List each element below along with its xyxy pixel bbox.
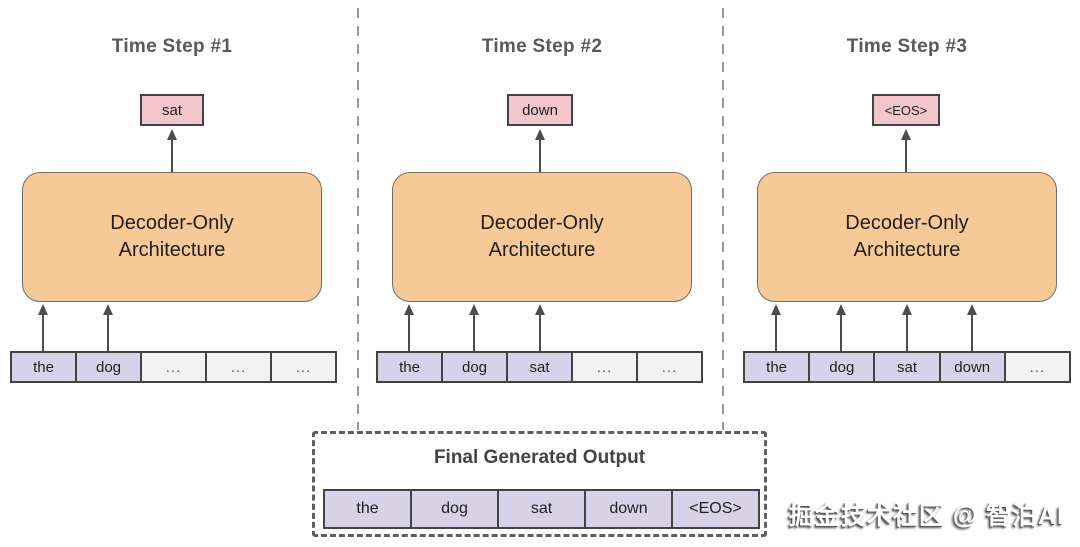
arrow-up-icon [900,129,912,172]
input-token-cell-placeholder: ... [142,353,207,381]
final-output-title: Final Generated Output [433,447,646,468]
arrow-up-icon [468,304,480,351]
input-token-cell: sat [508,353,573,381]
final-token-cell: dog [412,491,499,527]
generated-token-box-1: sat [140,94,204,126]
input-token-cell-placeholder: ... [272,353,335,381]
arrow-up-icon [770,304,782,351]
input-token-row-1: the dog ... ... ... [10,351,337,383]
decoder-label-line1: Decoder-Only [845,212,969,234]
input-token-cell-placeholder: ... [638,353,701,381]
input-token-row-2: the dog sat ... ... [376,351,703,383]
watermark: 掘金技术社区 @ 智泊AI [788,502,1065,530]
final-output-box: Final Generated Output the dog sat down … [312,431,767,537]
input-token-cell: the [745,353,811,381]
arrow-up-icon [534,304,546,351]
final-token-cell: <EOS> [673,491,758,527]
decoder-label-line2: Architecture [488,239,596,261]
decoder-label-line2: Architecture [853,239,961,261]
input-token-cell: the [12,353,77,381]
generated-token-box-2: down [507,94,573,126]
input-token-cell: sat [875,353,941,381]
divider-dashed-2 [722,8,724,430]
time-step-2-title: Time Step #2 [481,36,603,57]
decoder-label-line1: Decoder-Only [480,212,604,234]
input-token-cell: the [378,353,443,381]
input-token-cell: dog [77,353,142,381]
arrow-up-icon [966,304,978,351]
arrow-up-icon [37,304,49,351]
decoder-label-line2: Architecture [118,239,226,261]
final-output-token-row: the dog sat down <EOS> [323,489,760,529]
arrow-up-icon [166,129,178,172]
arrow-up-icon [835,304,847,351]
input-token-cell: down [940,353,1006,381]
final-token-cell: sat [499,491,586,527]
decoder-label-line1: Decoder-Only [110,212,234,234]
input-token-cell: dog [810,353,876,381]
arrow-up-icon [901,304,913,351]
generated-token-box-3: <EOS> [872,94,940,126]
decoder-box-1: Decoder-Only Architecture [22,172,322,302]
time-step-3-title: Time Step #3 [846,36,968,57]
decoder-box-2: Decoder-Only Architecture [392,172,692,302]
final-token-cell: down [586,491,673,527]
input-token-cell-placeholder: ... [573,353,638,381]
arrow-up-icon [102,304,114,351]
input-token-cell: dog [443,353,508,381]
decoder-box-3: Decoder-Only Architecture [757,172,1057,302]
final-token-cell: the [325,491,412,527]
time-step-1-title: Time Step #1 [111,36,233,57]
divider-dashed-1 [357,8,359,430]
input-token-cell-placeholder: ... [1005,353,1070,381]
input-token-row-3: the dog sat down ... [743,351,1071,383]
input-token-cell-placeholder: ... [207,353,272,381]
arrow-up-icon [403,304,415,351]
arrow-up-icon [534,129,546,172]
